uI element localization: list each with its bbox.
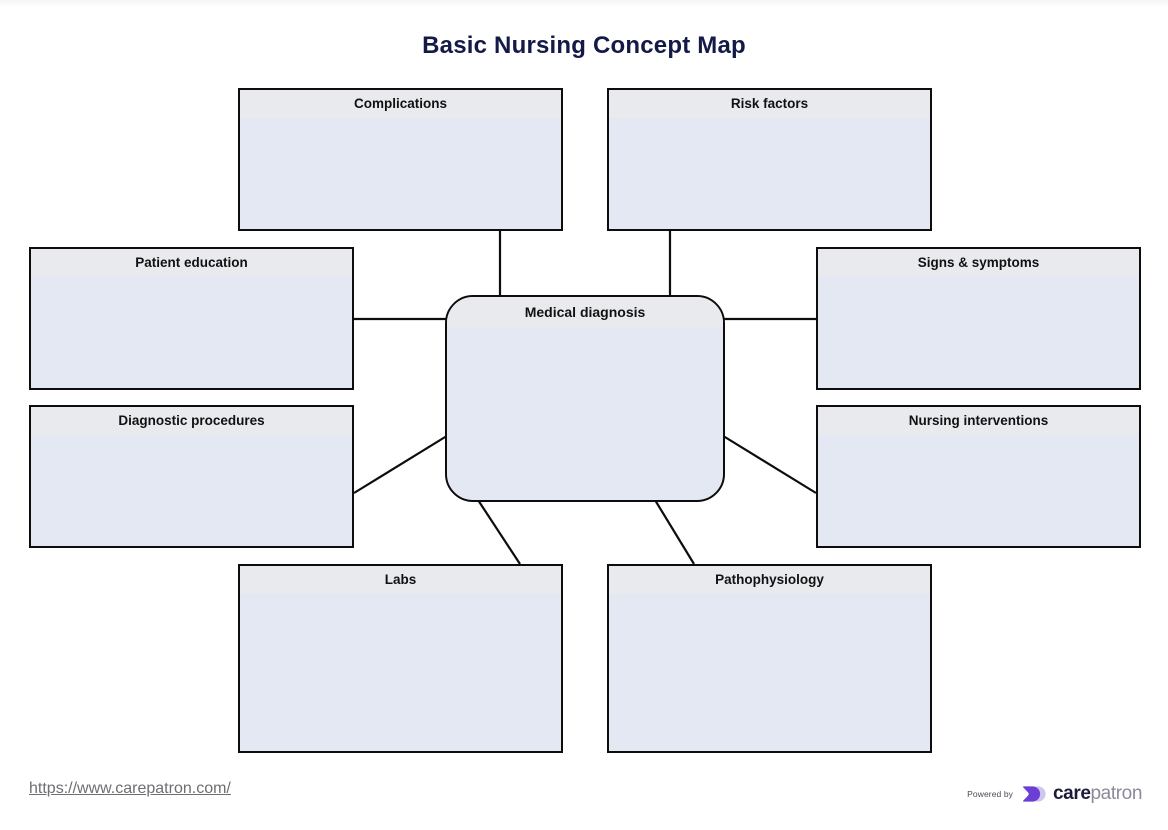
node-content-area[interactable] <box>818 435 1139 546</box>
node-label: Risk factors <box>730 96 809 111</box>
node-content-area[interactable] <box>31 277 352 388</box>
node-header-band <box>818 249 1139 277</box>
node-patient-education[interactable]: Patient education <box>29 247 354 390</box>
node-label: Pathophysiology <box>715 572 824 587</box>
page-top-strip <box>0 0 1168 7</box>
node-header-band <box>609 566 930 594</box>
node-labs[interactable]: Labs <box>238 564 563 753</box>
node-label: Signs & symptoms <box>917 255 1040 270</box>
carepatron-branding: Powered by carepatron <box>967 780 1142 808</box>
node-content-area[interactable] <box>447 327 723 500</box>
node-pathophysiology[interactable]: Pathophysiology <box>607 564 932 753</box>
node-content-area[interactable] <box>609 118 930 229</box>
carepatron-logo-icon <box>1020 783 1046 805</box>
powered-by-label: Powered by <box>967 789 1014 799</box>
edge-center-to-labs <box>477 499 521 565</box>
node-nursing-interventions[interactable]: Nursing interventions <box>816 405 1141 548</box>
node-header-band <box>609 90 930 118</box>
node-header-band <box>31 249 352 277</box>
node-label: Patient education <box>135 255 248 270</box>
node-signs-symptoms[interactable]: Signs & symptoms <box>816 247 1141 390</box>
node-header-band <box>240 90 561 118</box>
node-diagnostic-procedures[interactable]: Diagnostic procedures <box>29 405 354 548</box>
node-content-area[interactable] <box>609 594 930 751</box>
node-label: Labs <box>384 572 417 587</box>
node-header-band <box>240 566 561 594</box>
node-header-band <box>447 297 723 327</box>
carepatron-url-link[interactable]: https://www.carepatron.com/ <box>29 780 231 797</box>
node-risk-factors[interactable]: Risk factors <box>607 88 932 231</box>
carepatron-wordmark: carepatron <box>1053 783 1142 805</box>
node-content-area[interactable] <box>240 594 561 751</box>
node-content-area[interactable] <box>31 435 352 546</box>
edge-center-to-pathophysiology <box>654 499 695 565</box>
node-medical-diagnosis[interactable]: Medical diagnosis <box>445 295 725 502</box>
node-label: Medical diagnosis <box>524 304 646 320</box>
node-complications[interactable]: Complications <box>238 88 563 231</box>
node-header-band <box>818 407 1139 435</box>
node-label: Diagnostic procedures <box>118 413 265 428</box>
node-header-band <box>31 407 352 435</box>
node-label: Nursing interventions <box>908 413 1049 428</box>
node-label: Complications <box>353 96 447 111</box>
page-title: Basic Nursing Concept Map <box>422 32 746 59</box>
node-content-area[interactable] <box>818 277 1139 388</box>
edge-center-to-diagnostic-procedures <box>353 433 451 494</box>
edge-center-to-nursing-interventions <box>719 433 817 494</box>
node-content-area[interactable] <box>240 118 561 229</box>
brand-patron-text: patron <box>1090 783 1143 804</box>
brand-care-text: care <box>1053 783 1091 804</box>
